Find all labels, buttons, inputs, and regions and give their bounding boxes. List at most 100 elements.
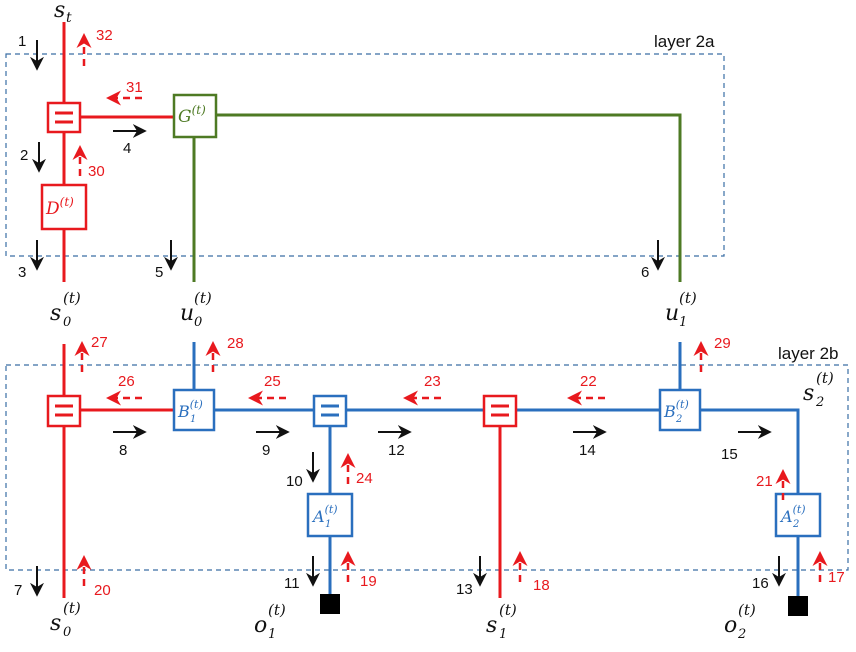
forward-message-5: 5	[155, 240, 178, 281]
svg-text:18: 18	[533, 577, 550, 594]
svg-text:1: 1	[190, 414, 196, 425]
svg-text:25: 25	[264, 373, 281, 390]
var-s1: s (t) 1	[486, 601, 517, 642]
svg-text:30: 30	[88, 163, 105, 180]
svg-text:(t): (t)	[63, 289, 81, 307]
forward-message-14: 14	[573, 425, 607, 459]
node-A1: A(t) 1	[306, 492, 354, 538]
svg-text:23: 23	[424, 373, 441, 390]
svg-text:0: 0	[63, 625, 71, 640]
backward-message-30: 30	[72, 145, 105, 180]
svg-text:2: 2	[792, 519, 799, 530]
svg-text:14: 14	[579, 442, 596, 459]
svg-text:t: t	[66, 10, 72, 26]
backward-message-32: 32	[76, 27, 113, 66]
svg-text:15: 15	[721, 446, 738, 463]
var-s0-mid: s (t) 0	[50, 289, 81, 330]
svg-text:s: s	[50, 301, 61, 326]
forward-message-16: 16	[752, 556, 786, 592]
forward-message-15: 15	[721, 425, 772, 463]
forward-message-9: 9	[256, 425, 290, 459]
forward-message-3: 3	[18, 240, 44, 281]
svg-text:B(t): B(t)	[177, 398, 203, 421]
var-s2: s (t) 2	[803, 369, 834, 410]
backward-message-25: 25	[248, 373, 286, 406]
svg-text:2: 2	[20, 147, 28, 164]
var-u1: u (t) 1	[665, 289, 697, 330]
svg-text:(t): (t)	[194, 289, 212, 307]
svg-text:11: 11	[284, 575, 300, 592]
var-u0: u (t) 0	[180, 289, 212, 330]
svg-text:19: 19	[360, 573, 377, 590]
node-B2: B(t) 2	[658, 388, 702, 432]
svg-text:u: u	[665, 301, 679, 326]
var-s0-bot: s (t) 0	[50, 599, 81, 640]
forward-message-7: 7	[14, 566, 44, 599]
svg-text:A(t): A(t)	[311, 503, 338, 526]
svg-text:28: 28	[227, 335, 244, 352]
svg-text:(t): (t)	[268, 601, 286, 619]
svg-text:26: 26	[118, 373, 135, 390]
svg-text:4: 4	[123, 140, 131, 157]
svg-text:G(t): G(t)	[178, 103, 206, 127]
svg-text:0: 0	[63, 315, 71, 330]
svg-text:16: 16	[752, 575, 769, 592]
backward-message-29: 29	[693, 335, 731, 372]
svg-text:2: 2	[675, 414, 682, 425]
backward-message-23: 23	[403, 373, 441, 406]
svg-text:A(t): A(t)	[779, 503, 806, 526]
svg-text:1: 1	[18, 33, 26, 50]
svg-text:3: 3	[18, 264, 26, 281]
backward-message-31: 31	[106, 79, 143, 106]
svg-text:20: 20	[94, 582, 111, 599]
svg-text:21: 21	[756, 473, 773, 490]
svg-text:(t): (t)	[816, 369, 834, 387]
svg-text:27: 27	[91, 334, 108, 351]
backward-message-21: 21	[756, 469, 791, 500]
edge-G-to-u1	[216, 113, 682, 282]
svg-text:(t): (t)	[738, 601, 756, 619]
observed-node-o2	[788, 596, 808, 616]
svg-text:24: 24	[356, 470, 373, 487]
forward-message-4: 4	[113, 124, 147, 157]
svg-text:(t): (t)	[679, 289, 697, 307]
svg-text:6: 6	[641, 264, 649, 281]
observed-node-o1	[320, 594, 340, 614]
forward-message-10: 10	[286, 452, 320, 490]
svg-text:12: 12	[388, 442, 405, 459]
var-o1: o (t) 1	[254, 601, 286, 642]
svg-text:1: 1	[499, 627, 507, 642]
svg-text:13: 13	[456, 581, 473, 598]
svg-text:o: o	[724, 613, 737, 638]
svg-text:7: 7	[14, 582, 22, 599]
var-o2: o (t) 2	[724, 601, 756, 642]
svg-text:29: 29	[714, 335, 731, 352]
node-G: G(t)	[172, 93, 218, 139]
backward-message-22: 22	[567, 373, 605, 406]
layer-2a-label: layer 2a	[654, 32, 715, 51]
backward-message-28: 28	[205, 335, 244, 372]
svg-text:2: 2	[815, 395, 824, 410]
svg-text:10: 10	[286, 473, 303, 490]
equals-node-2b-blue	[312, 394, 348, 428]
svg-text:1: 1	[325, 519, 331, 530]
svg-text:s: s	[486, 613, 497, 638]
forward-message-8: 8	[113, 425, 147, 459]
layer-2b-label: layer 2b	[778, 344, 838, 363]
backward-message-24: 24	[340, 453, 373, 487]
svg-text:2: 2	[737, 627, 746, 642]
equals-node-2b-red-left	[46, 394, 82, 428]
svg-text:5: 5	[155, 264, 163, 281]
backward-message-26: 26	[106, 373, 142, 406]
svg-text:u: u	[180, 301, 194, 326]
forward-message-1: 1	[18, 33, 44, 71]
equals-node-2b-red-middle	[482, 394, 518, 428]
svg-text:s: s	[50, 611, 61, 636]
layer-2b-box	[5, 364, 849, 571]
svg-text:D(t): D(t)	[45, 195, 74, 219]
svg-text:8: 8	[119, 442, 127, 459]
forward-message-11: 11	[284, 556, 320, 592]
forward-message-2: 2	[20, 142, 46, 173]
svg-text:o: o	[254, 613, 267, 638]
